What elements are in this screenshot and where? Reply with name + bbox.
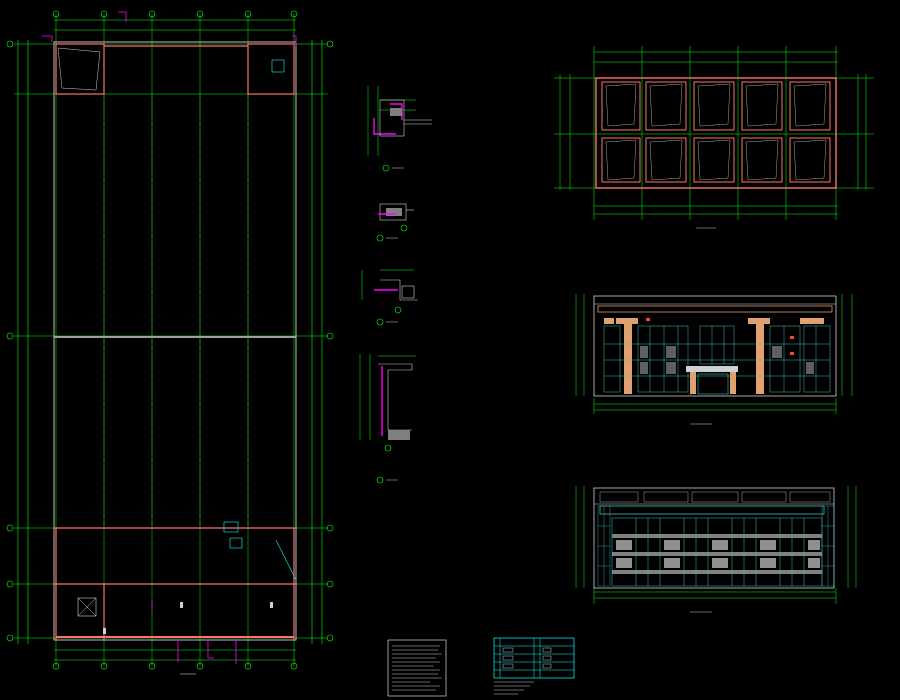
detail-3-pointer: [394, 306, 402, 314]
front-elev-windows: [603, 325, 831, 393]
front-elev-pilasters: [604, 318, 824, 394]
front-elevation[interactable]: [575, 294, 853, 425]
notes-table-icon: [387, 639, 447, 697]
detail-1-marker: [382, 164, 390, 172]
detail-2-pointer: [400, 224, 408, 232]
rear-elev-side-grid: [597, 505, 835, 587]
detail-1-hatch: [390, 108, 402, 116]
detail-4-hatch: [388, 430, 410, 440]
roof-bays: [601, 81, 831, 183]
roof-dimension-lines: [554, 46, 874, 220]
roof-plan[interactable]: [554, 46, 874, 229]
plan-stair-left: [57, 47, 101, 91]
detail-3-dimensions: [361, 269, 414, 300]
detail-1-dimensions: [367, 86, 416, 156]
detail-3-outline: [380, 279, 418, 301]
detail-1-outline: [379, 99, 432, 137]
front-elev-entrance: [686, 366, 738, 395]
plan-bottom-small-items: [56, 602, 294, 638]
plan-dashed-lines: [103, 94, 249, 528]
plan-bottom-fixtures: [223, 521, 297, 581]
plan-bottom-rooms: [54, 527, 296, 640]
front-elev-wall-panels: [640, 346, 814, 374]
front-elev-outline: [593, 295, 837, 397]
detail-2-outline: [379, 203, 414, 221]
front-elev-dimensions: [575, 294, 853, 414]
legend-symbols: [502, 647, 552, 669]
notes-block[interactable]: [387, 639, 447, 697]
detail-4-outline: [378, 363, 413, 431]
legend-grid: [494, 638, 574, 678]
plan-top-rooms: [55, 43, 295, 95]
detail-4-dimensions: [359, 354, 416, 440]
rear-elev-band: [599, 505, 825, 515]
rear-elevation[interactable]: [575, 486, 857, 613]
legend-block[interactable]: [493, 637, 575, 695]
plan-shaft-top-right: [271, 59, 285, 73]
plan-axis-bubbles: [6, 10, 334, 670]
notes-lines: [392, 645, 442, 691]
detail-2[interactable]: [376, 203, 414, 242]
rear-elev-wall-bands: [612, 534, 822, 574]
detail-2-marker: [376, 234, 384, 242]
rear-elev-solid-panels: [616, 540, 820, 568]
detail-2-hatch: [386, 208, 402, 216]
detail-column[interactable]: [359, 86, 432, 484]
detail-3[interactable]: [361, 269, 418, 326]
main-floor-plan[interactable]: [6, 10, 334, 675]
detail-4-pointer: [384, 444, 392, 452]
front-elev-fascia: [597, 305, 833, 313]
detail-4-marker: [376, 476, 384, 484]
rear-elev-dimensions: [575, 486, 857, 604]
roof-slopes: [605, 83, 827, 181]
roof-parapet: [595, 77, 837, 189]
front-elev-red-marks: [646, 318, 794, 355]
detail-3-marker: [376, 318, 384, 326]
plan-outer-wall: [53, 41, 297, 641]
plan-grid-horizontal: [14, 43, 328, 639]
rear-elev-roof-bays: [599, 491, 831, 503]
plan-elevator-box: [77, 597, 97, 617]
plan-dimension-lines: [17, 19, 323, 661]
plan-grid-vertical: [55, 14, 295, 666]
legend-notes: [494, 681, 534, 695]
detail-4[interactable]: [359, 354, 416, 484]
detail-1[interactable]: [367, 86, 432, 172]
plan-magenta-markers: [42, 11, 297, 664]
